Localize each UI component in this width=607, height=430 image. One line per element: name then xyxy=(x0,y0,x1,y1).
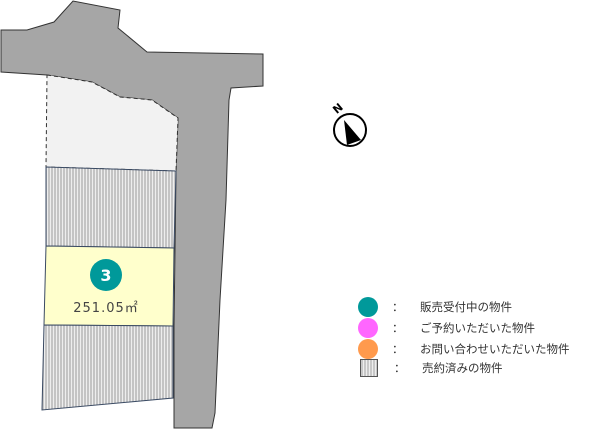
orange-dot-icon xyxy=(358,339,378,359)
lot-number-badge: 3 xyxy=(90,259,122,291)
lot-4-sold[interactable] xyxy=(41,324,174,411)
pink-dot-icon xyxy=(358,318,378,338)
lot-area: 251.05㎡ xyxy=(73,301,139,316)
legend-item-sold: ： 売約済みの物件 xyxy=(358,358,503,378)
legend-label: 売約済みの物件 xyxy=(422,361,503,375)
legend-label: お問い合わせいただいた物件 xyxy=(420,342,570,356)
legend-label: ご予約いただいた物件 xyxy=(420,321,535,335)
hatched-square-icon xyxy=(360,359,378,377)
legend-item-inquired: ： お問い合わせいただいた物件 xyxy=(358,339,570,359)
lot-2-sold[interactable] xyxy=(45,166,177,249)
legend-item-available: ： 販売受付中の物件 xyxy=(358,297,512,317)
compass-north-label: N xyxy=(330,101,345,117)
legend-label: 販売受付中の物件 xyxy=(420,300,512,314)
compass-icon: N xyxy=(330,101,367,147)
legend-item-reserved: ： ご予約いただいた物件 xyxy=(358,318,535,338)
teal-dot-icon xyxy=(358,297,378,317)
